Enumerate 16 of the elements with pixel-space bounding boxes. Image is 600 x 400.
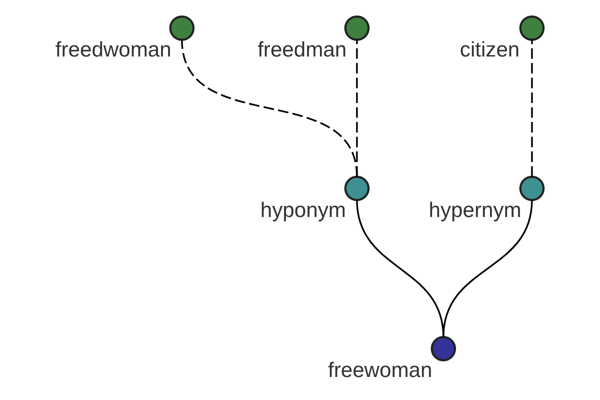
node-label: freedwoman — [55, 38, 172, 62]
node-label: freedman — [258, 38, 347, 62]
node-label: freewoman — [328, 359, 432, 382]
connector — [356, 40, 358, 177]
node-label: hyponym — [260, 198, 346, 222]
node-circle — [519, 15, 545, 41]
node-circle — [344, 176, 370, 202]
node-circle — [344, 15, 370, 41]
node-label: hypernym — [428, 198, 522, 222]
node-label: citizen — [460, 38, 520, 62]
connector — [442, 200, 533, 338]
node-circle — [519, 176, 545, 202]
connector — [531, 40, 533, 177]
connector — [181, 40, 358, 177]
node-circle — [169, 15, 195, 41]
node-circle — [430, 336, 456, 362]
